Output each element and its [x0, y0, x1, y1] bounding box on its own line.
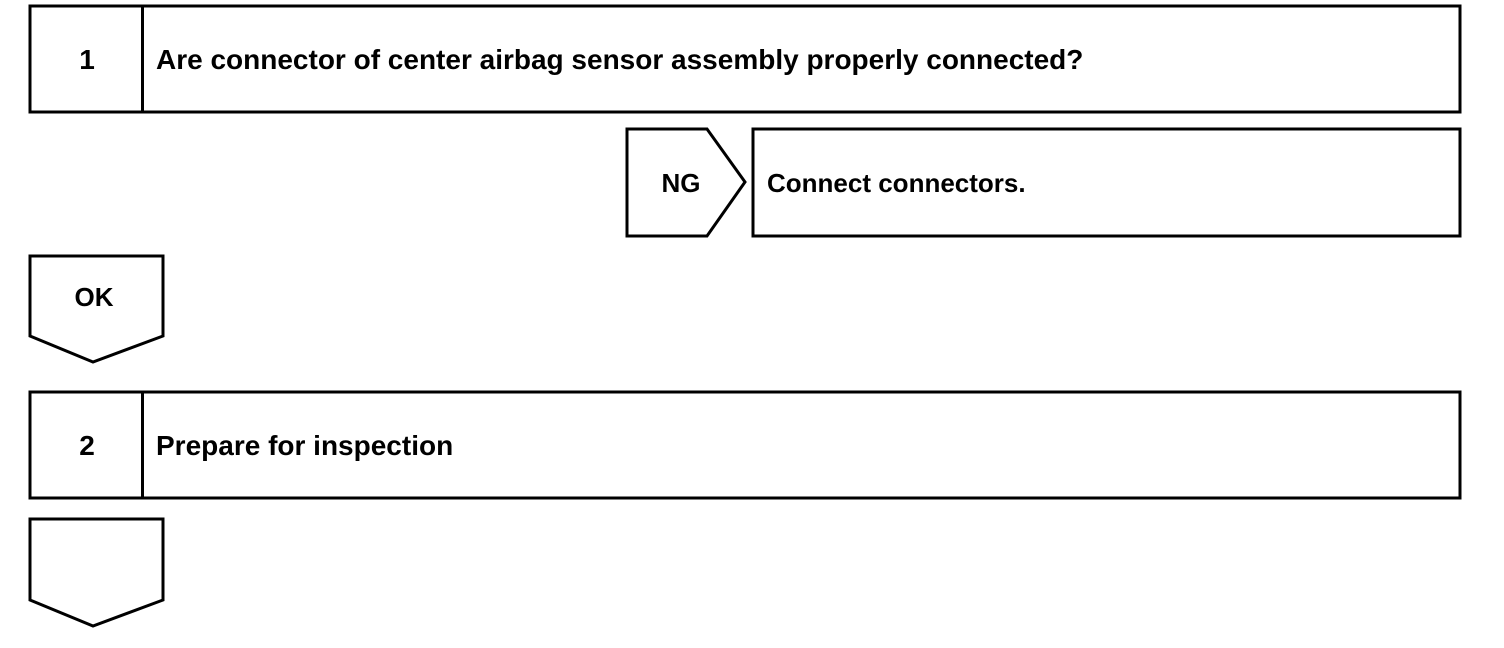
- step-1-number: 1: [79, 44, 95, 75]
- ok-branch: OK: [28, 254, 165, 364]
- step-2-frame: [28, 390, 1462, 500]
- next-arrow-shape: [28, 517, 165, 628]
- next-arrow: [28, 517, 165, 628]
- ng-branch: NG Connect connectors.: [625, 127, 1462, 238]
- step-2-text: Prepare for inspection: [156, 430, 453, 461]
- ng-arrow: [625, 127, 747, 238]
- step-2-box: 2 Prepare for inspection: [28, 390, 1462, 500]
- ng-action-box: [751, 127, 1462, 238]
- step-1-text: Are connector of center airbag sensor as…: [156, 44, 1083, 75]
- ok-arrow: [28, 254, 165, 364]
- ng-label: NG: [662, 168, 701, 198]
- ng-action-text: Connect connectors.: [767, 168, 1026, 198]
- step-1-frame: [28, 4, 1462, 114]
- ok-label: OK: [75, 282, 114, 312]
- step-1-box: 1 Are connector of center airbag sensor …: [28, 4, 1462, 114]
- step-2-number: 2: [79, 430, 95, 461]
